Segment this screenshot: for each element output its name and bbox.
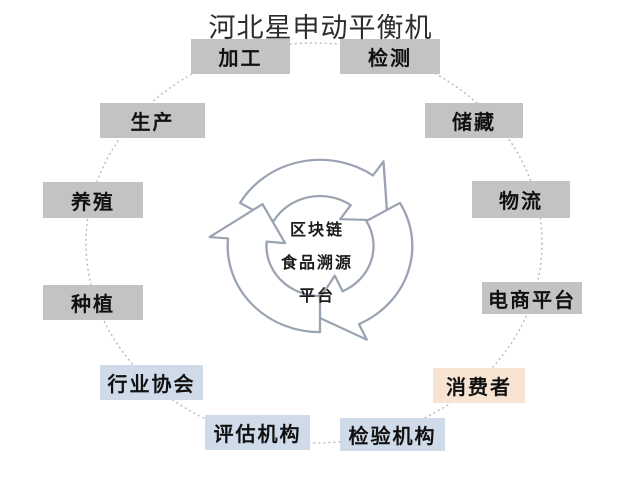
page-title: 河北星申动平衡机 (208, 13, 433, 44)
node-production: 生产 (100, 103, 205, 138)
node-ecommerce-platform: 电商平台 (482, 282, 582, 314)
center-platform-label: 区块链 食品溯源 平台 (232, 222, 402, 304)
node-logistics: 物流 (472, 181, 570, 218)
center-label-line3: 平台 (298, 286, 335, 305)
dashed-ring-ellipse (85, 42, 543, 444)
node-consumer: 消费者 (433, 368, 525, 403)
node-processing: 加工 (191, 39, 290, 74)
node-industry-association: 行业协会 (100, 365, 203, 400)
node-breeding: 养殖 (43, 182, 143, 218)
node-inspection-agency: 检验机构 (340, 418, 445, 451)
center-label-line1: 区块链 (289, 220, 344, 239)
node-evaluation-agency: 评估机构 (205, 415, 310, 450)
node-planting: 种植 (43, 285, 143, 320)
center-label-line2: 食品溯源 (280, 253, 353, 272)
node-storage: 储藏 (425, 103, 523, 138)
node-testing: 检测 (340, 39, 440, 74)
